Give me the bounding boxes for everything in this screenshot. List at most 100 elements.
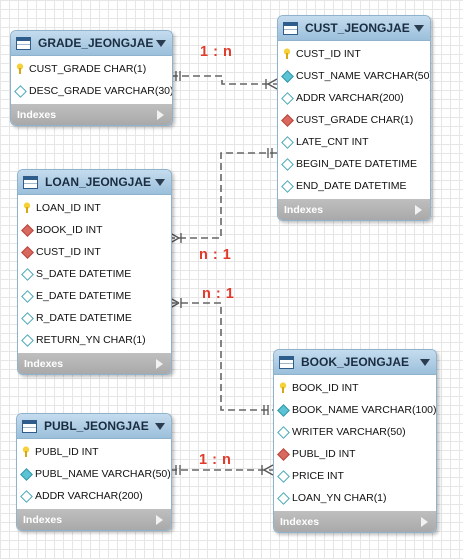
- indexes-footer[interactable]: Indexes: [278, 199, 430, 220]
- relationship-line-grade-cust: [171, 75, 277, 85]
- column-label: ADDR VARCHAR(200): [35, 490, 143, 502]
- column-label: PUBL_NAME VARCHAR(50): [35, 468, 171, 480]
- primary-key-icon: [20, 446, 32, 458]
- collapse-toggle-icon[interactable]: [155, 178, 165, 186]
- cardinality-label-grade-cust: 1 : n: [200, 44, 233, 60]
- table-icon: [279, 355, 294, 369]
- column-label: LATE_CNT INT: [296, 136, 369, 148]
- column-label: PUBL_ID INT: [292, 448, 356, 460]
- column-row[interactable]: PUBL_NAME VARCHAR(50): [17, 463, 171, 485]
- cardinality-label-publ-book: 1 : n: [199, 452, 232, 468]
- table-icon: [283, 21, 298, 35]
- expand-arrow-icon[interactable]: [156, 514, 163, 525]
- table-name: LOAN_JEONGJAE: [45, 175, 152, 189]
- column-icon: [277, 426, 289, 438]
- collapse-toggle-icon[interactable]: [155, 422, 165, 430]
- column-label: CUST_ID INT: [36, 246, 101, 258]
- many-marker-book-publ: [261, 464, 274, 476]
- one-marker-book-loan: [263, 405, 269, 415]
- column-row[interactable]: CUST_ID INT: [18, 241, 171, 263]
- indexes-label: Indexes: [23, 513, 63, 526]
- column-row[interactable]: DESC_GRADE VARCHAR(30): [11, 80, 172, 102]
- column-row[interactable]: BOOK_ID INT: [18, 219, 171, 241]
- expand-arrow-icon[interactable]: [415, 204, 422, 215]
- column-row[interactable]: BEGIN_DATE DATETIME: [278, 153, 430, 175]
- expand-arrow-icon[interactable]: [157, 109, 164, 120]
- primary-key-icon: [281, 48, 293, 60]
- indexes-label: Indexes: [24, 357, 64, 370]
- collapse-toggle-icon[interactable]: [156, 39, 166, 47]
- relationship-line-cust-loan: [170, 152, 277, 239]
- column-label: R_DATE DATETIME: [36, 312, 132, 324]
- column-row[interactable]: CUST_ID INT: [278, 43, 430, 65]
- table-grade[interactable]: GRADE_JEONGJAE CUST_GRADE CHAR(1) DESC_G…: [10, 30, 173, 126]
- column-label: PRICE INT: [292, 470, 344, 482]
- column-row[interactable]: CUST_GRADE CHAR(1): [278, 109, 430, 131]
- table-header[interactable]: GRADE_JEONGJAE: [11, 31, 172, 56]
- column-label: E_DATE DATETIME: [36, 290, 132, 302]
- table-header[interactable]: BOOK_JEONGJAE: [274, 350, 436, 375]
- indexes-footer[interactable]: Indexes: [17, 509, 171, 530]
- column-row[interactable]: PRICE INT: [274, 465, 436, 487]
- foreign-key-icon: [21, 246, 33, 258]
- column-row[interactable]: R_DATE DATETIME: [18, 307, 171, 329]
- column-row[interactable]: RETURN_YN CHAR(1): [18, 329, 171, 351]
- column-row[interactable]: CUST_NAME VARCHAR(50): [278, 65, 430, 87]
- column-icon: [277, 492, 289, 504]
- table-name: GRADE_JEONGJAE: [38, 36, 154, 50]
- column-row[interactable]: LOAN_ID INT: [18, 197, 171, 219]
- column-row[interactable]: S_DATE DATETIME: [18, 263, 171, 285]
- column-label: PUBL_ID INT: [35, 446, 99, 458]
- table-name: BOOK_JEONGJAE: [301, 355, 410, 369]
- column-icon: [277, 470, 289, 482]
- column-icon: [21, 312, 33, 324]
- column-row[interactable]: BOOK_NAME VARCHAR(100): [274, 399, 436, 421]
- column-row[interactable]: CUST_GRADE CHAR(1): [11, 58, 172, 80]
- column-label: CUST_GRADE CHAR(1): [29, 63, 147, 75]
- table-header[interactable]: LOAN_JEONGJAE: [18, 170, 171, 195]
- column-label: BOOK_ID INT: [36, 224, 103, 236]
- column-row[interactable]: PUBL_ID INT: [17, 441, 171, 463]
- column-row[interactable]: WRITER VARCHAR(50): [274, 421, 436, 443]
- table-loan[interactable]: LOAN_JEONGJAE LOAN_ID INT BOOK_ID INT CU…: [17, 169, 172, 375]
- collapse-toggle-icon[interactable]: [420, 358, 430, 366]
- not-null-column-icon: [281, 70, 293, 82]
- many-marker-cust: [265, 78, 278, 90]
- one-marker-grade: [175, 71, 181, 81]
- column-row[interactable]: E_DATE DATETIME: [18, 285, 171, 307]
- foreign-key-icon: [277, 448, 289, 460]
- column-row[interactable]: PUBL_ID INT: [274, 443, 436, 465]
- column-icon: [281, 136, 293, 148]
- table-cust[interactable]: CUST_JEONGJAE CUST_ID INT CUST_NAME VARC…: [277, 15, 431, 221]
- column-row[interactable]: BOOK_ID INT: [274, 377, 436, 399]
- table-book[interactable]: BOOK_JEONGJAE BOOK_ID INT BOOK_NAME VARC…: [273, 349, 437, 533]
- column-row[interactable]: END_DATE DATETIME: [278, 175, 430, 197]
- table-icon: [22, 419, 37, 433]
- column-row[interactable]: LOAN_YN CHAR(1): [274, 487, 436, 509]
- column-row[interactable]: LATE_CNT INT: [278, 131, 430, 153]
- primary-key-icon: [21, 202, 33, 214]
- column-icon: [281, 180, 293, 192]
- indexes-footer[interactable]: Indexes: [11, 104, 172, 125]
- column-icon: [281, 158, 293, 170]
- table-icon: [16, 36, 31, 50]
- cardinality-label-loan-book: n : 1: [202, 286, 235, 302]
- column-row[interactable]: ADDR VARCHAR(200): [278, 87, 430, 109]
- indexes-footer[interactable]: Indexes: [18, 353, 171, 374]
- column-label: BOOK_NAME VARCHAR(100): [292, 404, 437, 416]
- table-header[interactable]: CUST_JEONGJAE: [278, 16, 430, 41]
- collapse-toggle-icon[interactable]: [414, 24, 424, 32]
- table-name: CUST_JEONGJAE: [305, 21, 410, 35]
- column-row[interactable]: ADDR VARCHAR(200): [17, 485, 171, 507]
- table-header[interactable]: PUBL_JEONGJAE: [17, 414, 171, 439]
- column-label: BEGIN_DATE DATETIME: [296, 158, 417, 170]
- primary-key-icon: [277, 382, 289, 394]
- indexes-footer[interactable]: Indexes: [274, 511, 436, 532]
- column-icon: [14, 85, 26, 97]
- expand-arrow-icon[interactable]: [421, 516, 428, 527]
- column-icon: [21, 268, 33, 280]
- column-icon: [20, 490, 32, 502]
- expand-arrow-icon[interactable]: [156, 358, 163, 369]
- table-publ[interactable]: PUBL_JEONGJAE PUBL_ID INT PUBL_NAME VARC…: [16, 413, 172, 531]
- column-icon: [21, 290, 33, 302]
